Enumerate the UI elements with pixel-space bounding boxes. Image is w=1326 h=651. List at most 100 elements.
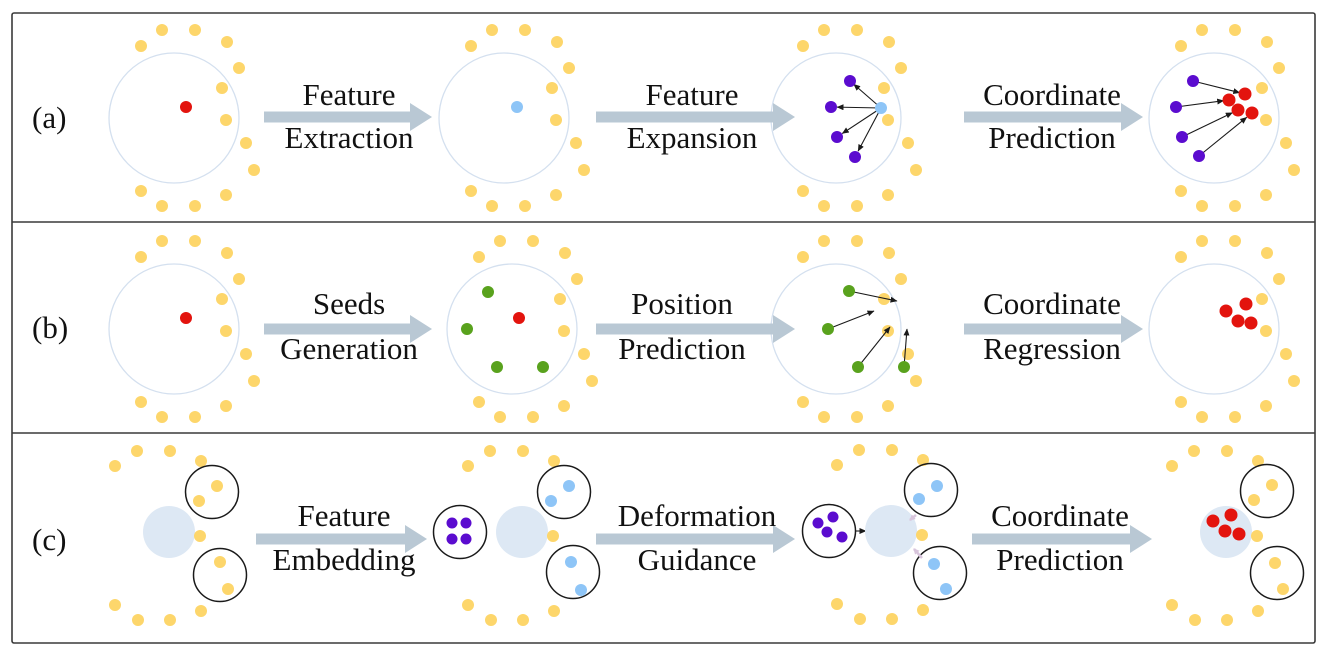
contour-point <box>895 62 907 74</box>
contour-point <box>156 200 168 212</box>
contour-point <box>558 325 570 337</box>
local-region-ring <box>545 544 601 600</box>
region-disc <box>143 506 195 558</box>
contour-point <box>818 200 830 212</box>
contour-point <box>135 40 147 52</box>
contour-point <box>486 24 498 36</box>
contour-point <box>1221 445 1233 457</box>
contour-point <box>818 24 830 36</box>
contour-point <box>554 293 566 305</box>
local-region-ring <box>912 545 968 601</box>
process-arrow <box>964 315 1143 343</box>
seed-point <box>843 285 855 297</box>
contour-point <box>818 235 830 247</box>
contour-point <box>558 400 570 412</box>
predicted-point <box>1232 527 1246 541</box>
contour-point <box>517 614 529 626</box>
contour-point <box>484 445 496 457</box>
embedded-feature-point <box>836 531 848 543</box>
contour-point <box>519 24 531 36</box>
position-arrow <box>903 328 910 368</box>
expanded-feature-point <box>1187 75 1199 87</box>
contour-point <box>473 396 485 408</box>
process-arrow <box>596 315 795 343</box>
contour-point <box>851 200 863 212</box>
contour-point <box>1260 400 1272 412</box>
contour-point <box>570 137 582 149</box>
contour-point <box>895 273 907 285</box>
receptive-field-ring <box>1148 52 1280 184</box>
region-disc <box>865 505 917 557</box>
contour-point <box>916 529 928 541</box>
receptive-field-ring <box>438 52 570 184</box>
contour-point <box>886 444 898 456</box>
feature-point <box>511 101 523 113</box>
step-label-line2: Regression <box>983 331 1121 366</box>
contour-point <box>485 614 497 626</box>
contour-point <box>882 400 894 412</box>
contour-point <box>240 137 252 149</box>
feature-point <box>940 583 952 595</box>
contour-point <box>189 24 201 36</box>
predicted-point <box>1219 304 1233 318</box>
local-region-ring <box>536 464 592 520</box>
contour-point <box>135 185 147 197</box>
feature-point <box>928 558 940 570</box>
contour-point <box>1175 185 1187 197</box>
contour-point <box>571 273 583 285</box>
contour-point <box>1196 235 1208 247</box>
expanded-feature-point <box>1176 131 1188 143</box>
contour-point <box>578 348 590 360</box>
contour-point <box>220 325 232 337</box>
expanded-feature-point <box>1193 150 1205 162</box>
process-arrow-shaft <box>264 323 412 335</box>
contour-point <box>109 460 121 472</box>
contour-point <box>486 200 498 212</box>
prediction-arrow <box>1175 98 1225 108</box>
contour-point <box>1288 164 1300 176</box>
contour-point <box>854 613 866 625</box>
contour-point <box>135 251 147 263</box>
step-label-line1: Coordinate <box>983 286 1121 321</box>
contour-point <box>831 598 843 610</box>
contour-point <box>195 605 207 617</box>
embedded-feature-ring <box>432 504 488 560</box>
contour-point <box>135 396 147 408</box>
predicted-point <box>1224 508 1238 522</box>
contour-point <box>519 200 531 212</box>
contour-point <box>1166 460 1178 472</box>
contour-point <box>1175 251 1187 263</box>
contour-point <box>195 455 207 467</box>
process-arrow <box>264 103 432 131</box>
contour-point <box>547 530 559 542</box>
predicted-point <box>1238 87 1252 101</box>
panel-label: (b) <box>32 310 68 345</box>
contour-point <box>851 24 863 36</box>
contour-point <box>494 411 506 423</box>
step-label-line1: Coordinate <box>983 77 1121 112</box>
contour-point <box>1166 599 1178 611</box>
contour-point <box>882 114 894 126</box>
position-arrow <box>848 290 898 303</box>
step-label-line2: Generation <box>280 331 418 366</box>
contour-point <box>1261 36 1273 48</box>
contour-point <box>221 247 233 259</box>
receptive-field-ring <box>1148 263 1280 395</box>
contour-point <box>548 605 560 617</box>
expanded-feature-point <box>831 131 843 143</box>
position-arrow <box>827 310 875 330</box>
contour-point <box>1260 114 1272 126</box>
contour-point <box>194 530 206 542</box>
contour-point <box>1277 583 1289 595</box>
contour-point <box>220 189 232 201</box>
contour-point <box>1175 396 1187 408</box>
step-label-line1: Coordinate <box>991 498 1129 533</box>
contour-point <box>1273 273 1285 285</box>
local-region-ring <box>192 547 248 603</box>
process-arrow-shaft <box>964 111 1123 123</box>
seed-point <box>852 361 864 373</box>
step-label-line2: Prediction <box>996 542 1124 577</box>
contour-point <box>164 614 176 626</box>
process-arrow <box>596 525 795 553</box>
contour-point <box>517 445 529 457</box>
